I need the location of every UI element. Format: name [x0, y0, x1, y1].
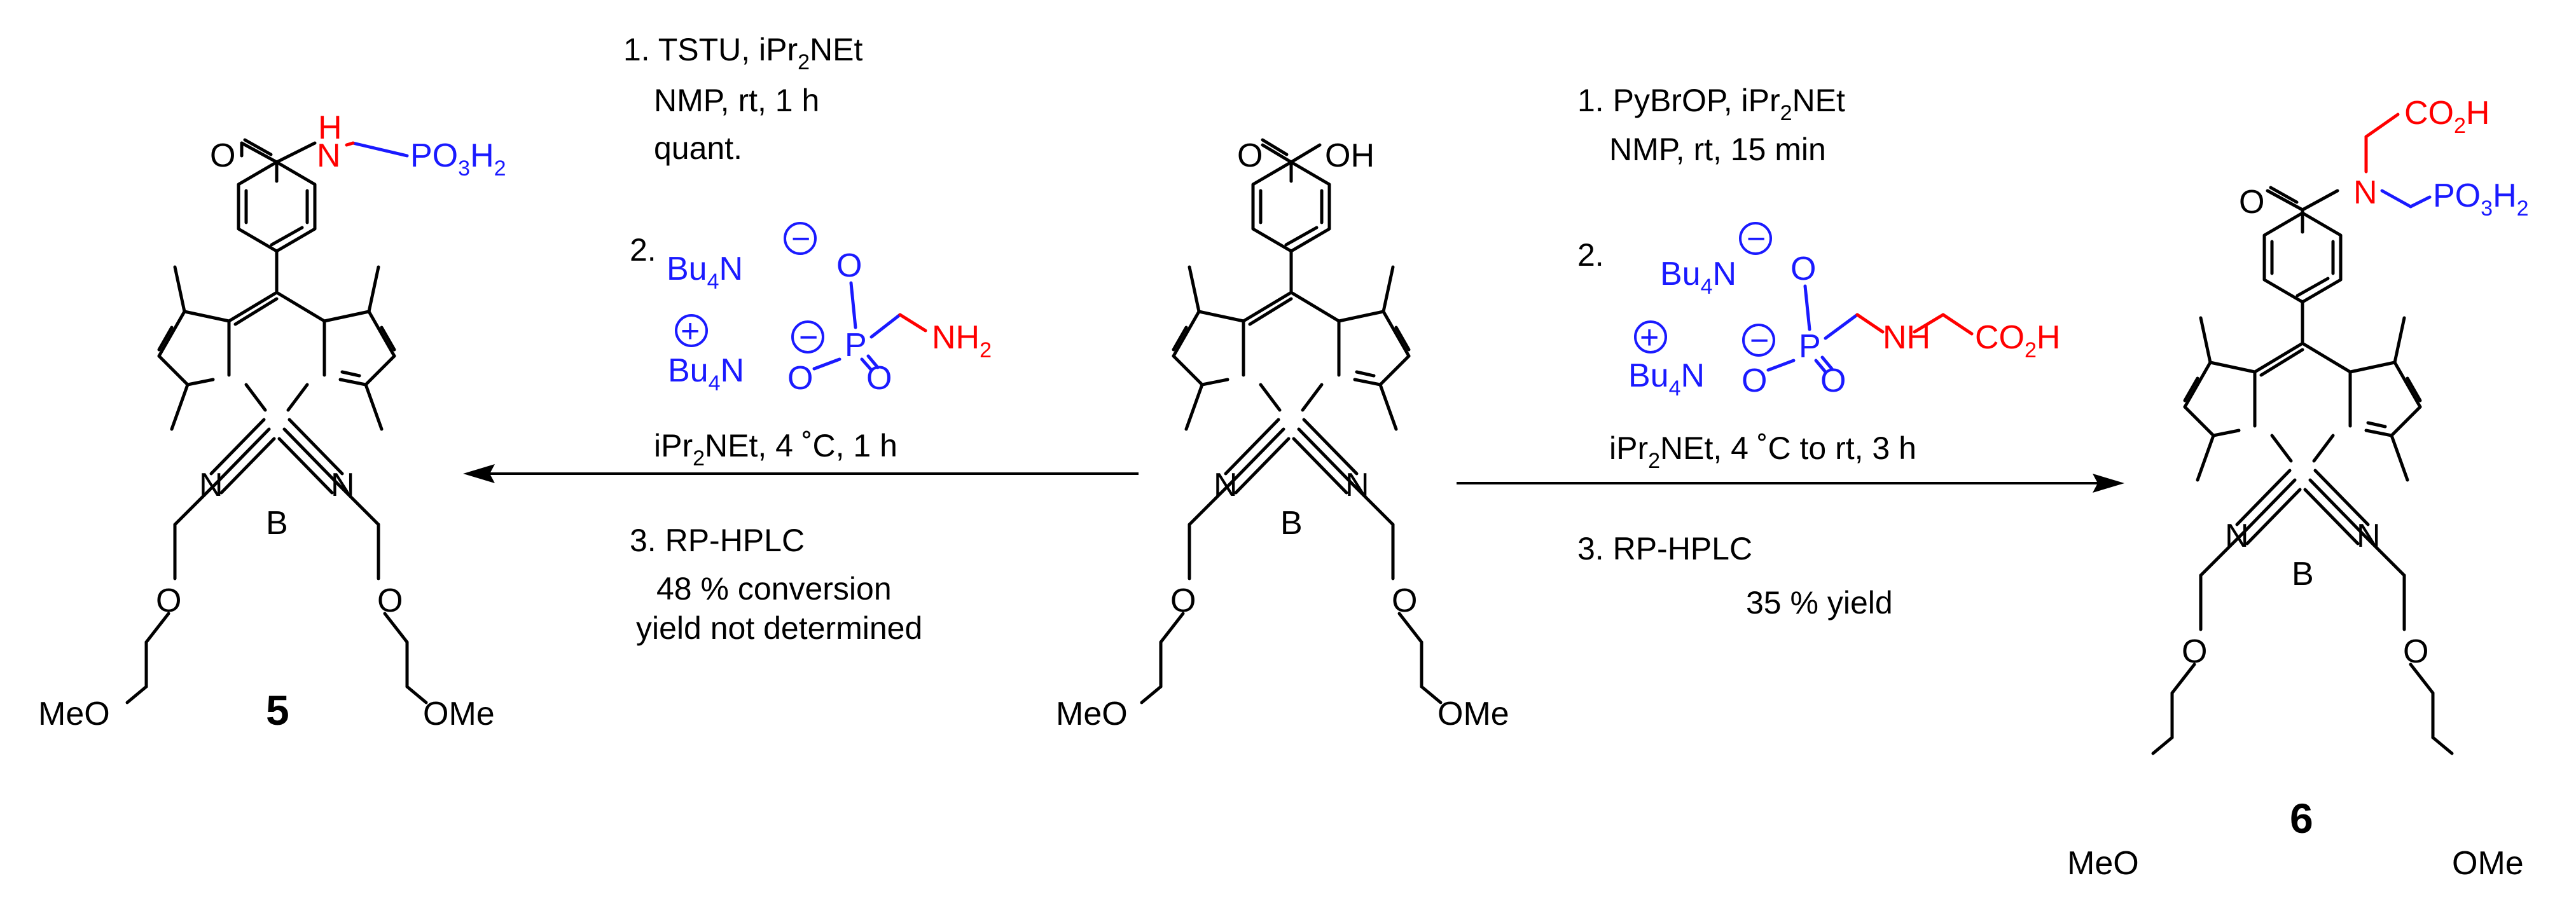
atom-n: N [199, 467, 223, 504]
carbonyl-o: O [1237, 137, 1263, 174]
atom-b: B [1280, 505, 1303, 542]
phosphorus: P [1799, 328, 1821, 365]
atom-n: N [2357, 518, 2381, 554]
right-step1-line2: NMP, rt, 15 min [1609, 132, 1826, 167]
carbonyl-o: O [210, 137, 235, 174]
product-5: O H N PO3H2 N N B O O MeO OMe 5 [38, 109, 506, 734]
plus-charge: + [681, 313, 700, 350]
atom-n: N [331, 467, 355, 504]
right-step3-line2: 35 % yield [1746, 585, 1893, 621]
right-reaction-arrow [1457, 474, 2124, 493]
atom-b: B [2292, 556, 2314, 593]
left-reaction-arrow [463, 464, 1139, 483]
atom-n: N [1345, 467, 1369, 504]
phosphonate-o: O [1820, 362, 1846, 399]
atom-o: O [1392, 582, 1417, 619]
left-step3-line2: 48 % conversion [656, 571, 892, 607]
compound-number-5: 5 [266, 687, 289, 734]
starting-material: O OH N N B O O MeO OMe [1056, 137, 1509, 732]
phosphonate-group: PO3H2 [2433, 177, 2529, 221]
amide-n: N [317, 137, 341, 174]
meo-group: MeO [38, 696, 110, 732]
phosphonate-o: O [1790, 250, 1816, 287]
atom-o: O [156, 582, 181, 619]
right-conditions: 1. PyBrOP, iPr2NEt NMP, rt, 15 min 2. Bu… [1577, 83, 2060, 621]
atom-n: N [1214, 467, 1238, 504]
atom-n: N [2225, 518, 2249, 554]
left-step1-line3: quant. [654, 130, 742, 166]
minus-charge: − [1750, 322, 1769, 359]
ome-group: OMe [2452, 845, 2524, 882]
atom-o: O [2182, 633, 2207, 670]
phosphonate-o: O [836, 247, 862, 284]
bu4n-cation: Bu4N [668, 352, 744, 395]
minus-charge: − [1747, 221, 1766, 257]
amide-n: N [2353, 174, 2378, 211]
left-step3-line1: 3. RP-HPLC [630, 523, 805, 558]
plus-charge: + [1640, 319, 1659, 356]
carbonyl-o: O [2239, 184, 2264, 221]
minus-charge: − [799, 319, 818, 356]
left-step2-label: 2. [630, 232, 656, 268]
phosphonate-o: O [787, 360, 813, 397]
ome-group: OMe [1437, 696, 1509, 732]
bu4n-cation: Bu4N [1660, 256, 1736, 299]
hydroxyl-oh: OH [1325, 137, 1375, 174]
right-step1-line1: 1. PyBrOP, iPr2NEt [1577, 83, 1845, 125]
atom-o: O [377, 582, 403, 619]
carboxylic-acid-group: CO2H [1975, 319, 2060, 362]
right-step3-line1: 3. RP-HPLC [1577, 531, 1752, 566]
meo-group: MeO [1056, 696, 1128, 732]
carboxylic-acid-group: CO2H [2404, 95, 2489, 138]
atom-o: O [2403, 633, 2428, 670]
minus-charge: − [791, 221, 810, 257]
meo-group: MeO [2067, 845, 2139, 882]
phosphonate-o: O [1742, 362, 1767, 399]
left-step1-line2: NMP, rt, 1 h [654, 83, 819, 118]
left-conditions: 1. TSTU, iPr2NEt NMP, rt, 1 h quant. 2. … [623, 32, 992, 646]
right-step2-label: 2. [1577, 237, 1604, 273]
phosphonate-o: O [866, 360, 892, 397]
phosphonate-group: PO3H2 [410, 137, 506, 181]
amine-n: NH [1883, 319, 1930, 356]
compound-number-6: 6 [2290, 795, 2313, 842]
left-step3-line3: yield not determined [636, 610, 922, 646]
left-base-line: iPr2NEt, 4 ˚C, 1 h [654, 428, 897, 470]
right-base-line: iPr2NEt, 4 ˚C to rt, 3 h [1609, 430, 1916, 473]
amide-h: H [318, 109, 342, 146]
product-6: O N CO2H PO3H2 N N B O O MeO OMe 6 [2067, 95, 2529, 882]
ome-group: OMe [423, 696, 495, 732]
atom-b: B [266, 505, 288, 542]
phosphorus: P [845, 327, 867, 364]
amine-nh2: NH2 [932, 319, 992, 362]
left-step1-line1: 1. TSTU, iPr2NEt [623, 32, 863, 74]
atom-o: O [1170, 582, 1196, 619]
bu4n-cation: Bu4N [667, 250, 743, 294]
bu4n-cation: Bu4N [1628, 357, 1705, 401]
